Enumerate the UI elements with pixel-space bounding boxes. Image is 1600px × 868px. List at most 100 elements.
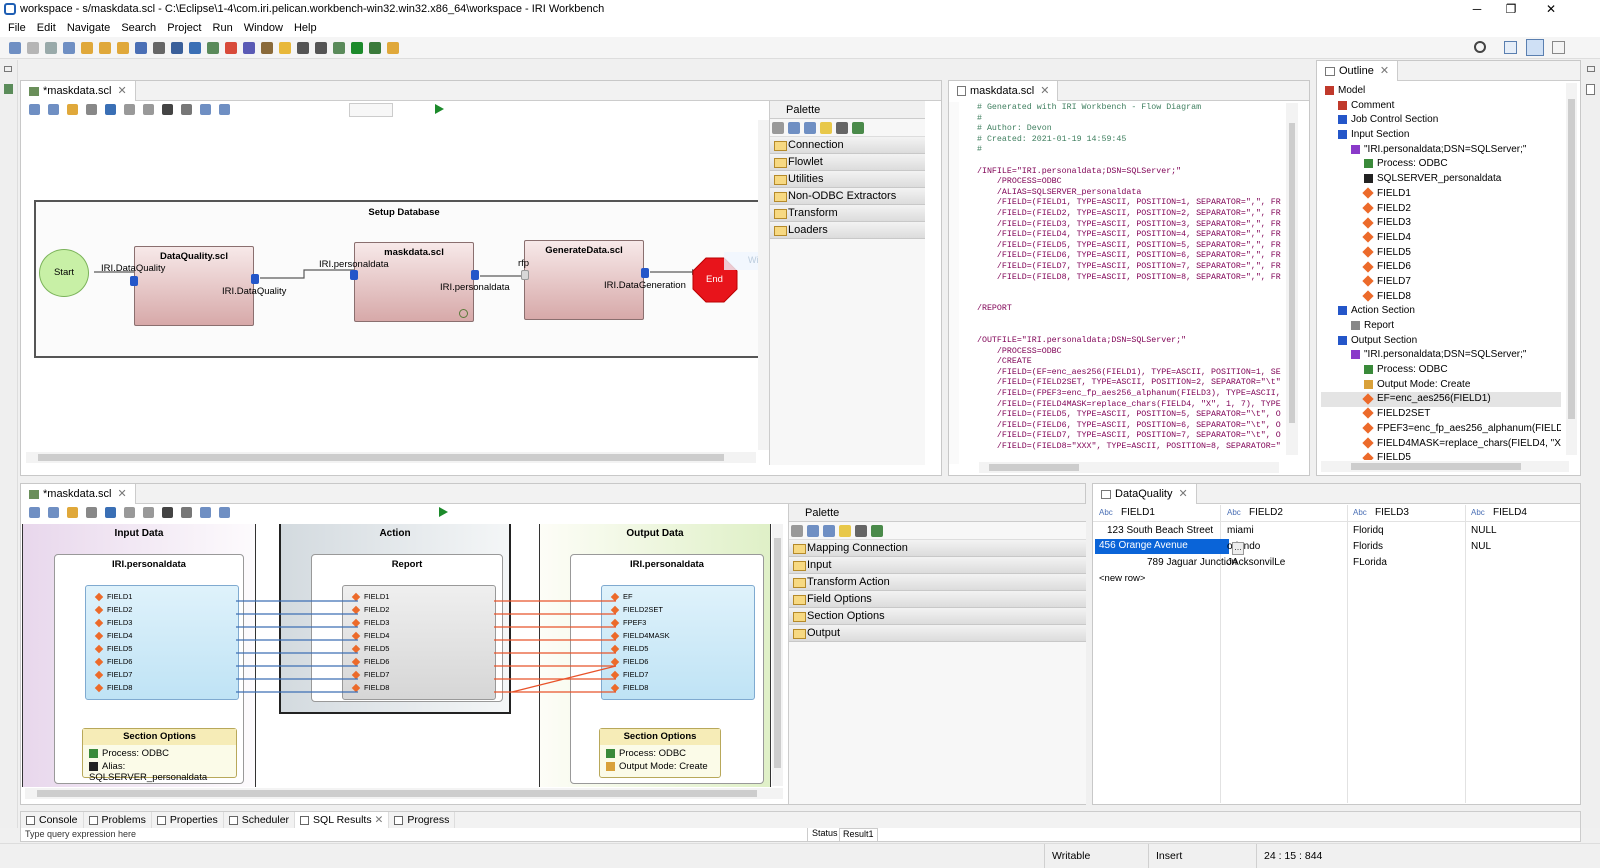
menu-edit[interactable]: Edit bbox=[36, 22, 56, 34]
mapping-field[interactable]: EF bbox=[610, 590, 754, 603]
editor-toolbar-icon[interactable] bbox=[29, 507, 40, 518]
mapping-field[interactable]: FIELD2 bbox=[94, 603, 238, 616]
outline-item[interactable]: Job Control Section bbox=[1321, 113, 1561, 128]
editor-toolbar-icon[interactable] bbox=[105, 507, 116, 518]
outline-item[interactable]: SQLSERVER_personaldata bbox=[1321, 172, 1561, 187]
output-section-options[interactable]: Section Options Process: ODBC Output Mod… bbox=[599, 728, 721, 778]
outline-item[interactable]: FIELD5 bbox=[1321, 451, 1561, 460]
toolbar-action-icon[interactable] bbox=[9, 42, 21, 54]
scroll-thumb[interactable] bbox=[989, 464, 1079, 471]
restore-icon[interactable] bbox=[4, 66, 12, 72]
mapping-field[interactable]: FIELD2 bbox=[351, 603, 495, 616]
mapping-field[interactable]: FIELD4 bbox=[94, 629, 238, 642]
palette-drawer-field-options[interactable]: Field Options bbox=[789, 591, 1086, 608]
mapping-field[interactable]: FIELD7 bbox=[351, 668, 495, 681]
palette-drawer-transform-action[interactable]: Transform Action bbox=[789, 574, 1086, 591]
toolbar-action-icon[interactable] bbox=[27, 42, 39, 54]
toolbar-action-icon[interactable] bbox=[315, 42, 327, 54]
flow-view-icon[interactable] bbox=[4, 84, 13, 94]
outline-item[interactable]: Comment bbox=[1321, 99, 1561, 114]
editor-toolbar-icon[interactable] bbox=[67, 507, 78, 518]
toolbar-action-icon[interactable] bbox=[45, 42, 57, 54]
view-tab-scheduler[interactable]: Scheduler bbox=[224, 812, 296, 828]
toolbar-action-icon[interactable] bbox=[225, 42, 237, 54]
toolbar-action-icon[interactable] bbox=[387, 42, 399, 54]
view-tab-problems[interactable]: Problems bbox=[84, 812, 152, 828]
note-tool-icon[interactable] bbox=[852, 122, 864, 134]
db-port-icon[interactable] bbox=[130, 276, 138, 286]
grid-cell[interactable]: 456 Orange Avenue bbox=[1095, 539, 1229, 554]
zoom-out-icon[interactable] bbox=[823, 525, 835, 537]
view-tab-progress[interactable]: Progress bbox=[389, 812, 456, 828]
palette-drawer-flowlet[interactable]: Flowlet bbox=[770, 154, 925, 171]
palette-drawer-non-odbc-extractors[interactable]: Non-ODBC Extractors bbox=[770, 188, 925, 205]
outline-item[interactable]: FIELD5 bbox=[1321, 246, 1561, 261]
note-tool-icon[interactable] bbox=[871, 525, 883, 537]
mapping-field[interactable]: FIELD7 bbox=[610, 668, 754, 681]
folder-icon[interactable] bbox=[820, 122, 832, 134]
scroll-thumb[interactable] bbox=[1289, 123, 1295, 423]
flow-hscrollbar[interactable] bbox=[26, 452, 756, 463]
minimize-button[interactable]: ─ bbox=[1472, 2, 1482, 16]
editor-toolbar-icon[interactable] bbox=[86, 507, 97, 518]
dataquality-node[interactable]: DataQuality.scl bbox=[134, 246, 254, 326]
palette-drawer-transform[interactable]: Transform bbox=[770, 205, 925, 222]
select-tool-icon[interactable] bbox=[791, 525, 803, 537]
editor-toolbar-icon[interactable] bbox=[48, 507, 59, 518]
editor-toolbar-icon[interactable] bbox=[143, 104, 154, 115]
toolbar-action-icon[interactable] bbox=[135, 42, 147, 54]
input-section-options[interactable]: Section Options Process: ODBC Alias: SQL… bbox=[82, 728, 237, 783]
toolbar-action-icon[interactable] bbox=[279, 42, 291, 54]
mapping-field[interactable]: FIELD6 bbox=[351, 655, 495, 668]
restore-icon[interactable] bbox=[1587, 66, 1595, 72]
db-port-icon[interactable] bbox=[251, 274, 259, 284]
grid-cell[interactable]: NUL bbox=[1471, 541, 1492, 552]
menu-project[interactable]: Project bbox=[167, 22, 202, 34]
mapping-field[interactable]: FIELD5 bbox=[610, 642, 754, 655]
connection-tool-icon[interactable] bbox=[855, 525, 867, 537]
toolbar-action-icon[interactable] bbox=[99, 42, 111, 54]
outline-item[interactable]: FIELD4MASK=replace_chars(FIELD4, "X", 1,… bbox=[1321, 437, 1561, 452]
editor-toolbar-icon[interactable] bbox=[86, 104, 97, 115]
run-icon[interactable] bbox=[439, 507, 448, 517]
code-hscrollbar[interactable] bbox=[979, 462, 1279, 473]
editor-toolbar-icon[interactable] bbox=[200, 104, 211, 115]
editor-toolbar-icon[interactable] bbox=[219, 507, 230, 518]
debug-perspective-icon[interactable] bbox=[1552, 41, 1565, 54]
editor-toolbar-icon[interactable] bbox=[143, 507, 154, 518]
scroll-thumb[interactable] bbox=[1351, 463, 1521, 470]
workbench-perspective-icon[interactable] bbox=[1526, 39, 1544, 56]
outline-item[interactable]: EF=enc_aes256(FIELD1) bbox=[1321, 392, 1561, 408]
menu-file[interactable]: File bbox=[8, 22, 26, 34]
outline-vscrollbar[interactable] bbox=[1566, 83, 1577, 455]
flow-vscrollbar[interactable] bbox=[758, 120, 769, 450]
editor-toolbar-icon[interactable] bbox=[219, 104, 230, 115]
scroll-thumb[interactable] bbox=[38, 454, 724, 461]
outline-item[interactable]: FIELD6 bbox=[1321, 260, 1561, 275]
status-tab[interactable]: Status bbox=[807, 828, 838, 841]
tab-outline[interactable]: Outline✕ bbox=[1317, 61, 1399, 81]
grid-cell[interactable]: FLorida bbox=[1353, 557, 1387, 568]
maskdata-node[interactable]: maskdata.scl bbox=[354, 242, 474, 322]
mapping-field[interactable]: FIELD1 bbox=[94, 590, 238, 603]
outline-item[interactable]: Report bbox=[1321, 319, 1561, 334]
column-header[interactable]: FIELD4 bbox=[1493, 507, 1527, 518]
toolbar-action-icon[interactable] bbox=[207, 42, 219, 54]
outline-item[interactable]: FIELD2 bbox=[1321, 202, 1561, 217]
start-node[interactable]: Start bbox=[39, 249, 89, 297]
editor-toolbar-icon[interactable] bbox=[181, 507, 192, 518]
result1-tab[interactable]: Result1 bbox=[839, 828, 878, 841]
code-vscrollbar[interactable] bbox=[1286, 103, 1298, 455]
close-tab-icon[interactable]: ✕ bbox=[117, 488, 127, 500]
outline-item[interactable]: FIELD8 bbox=[1321, 290, 1561, 305]
toolbar-action-icon[interactable] bbox=[171, 42, 183, 54]
db-port-icon[interactable] bbox=[641, 268, 649, 278]
grid-cell[interactable]: Floridq bbox=[1353, 525, 1384, 536]
zoom-out-icon[interactable] bbox=[804, 122, 816, 134]
palette-drawer-utilities[interactable]: Utilities bbox=[770, 171, 925, 188]
run-icon[interactable] bbox=[435, 104, 444, 114]
mapping-field[interactable]: FIELD8 bbox=[94, 681, 238, 694]
outline-item[interactable]: Process: ODBC bbox=[1321, 363, 1561, 378]
cell-editor-button[interactable]: … bbox=[1232, 542, 1244, 555]
close-button[interactable]: ✕ bbox=[1545, 2, 1557, 16]
